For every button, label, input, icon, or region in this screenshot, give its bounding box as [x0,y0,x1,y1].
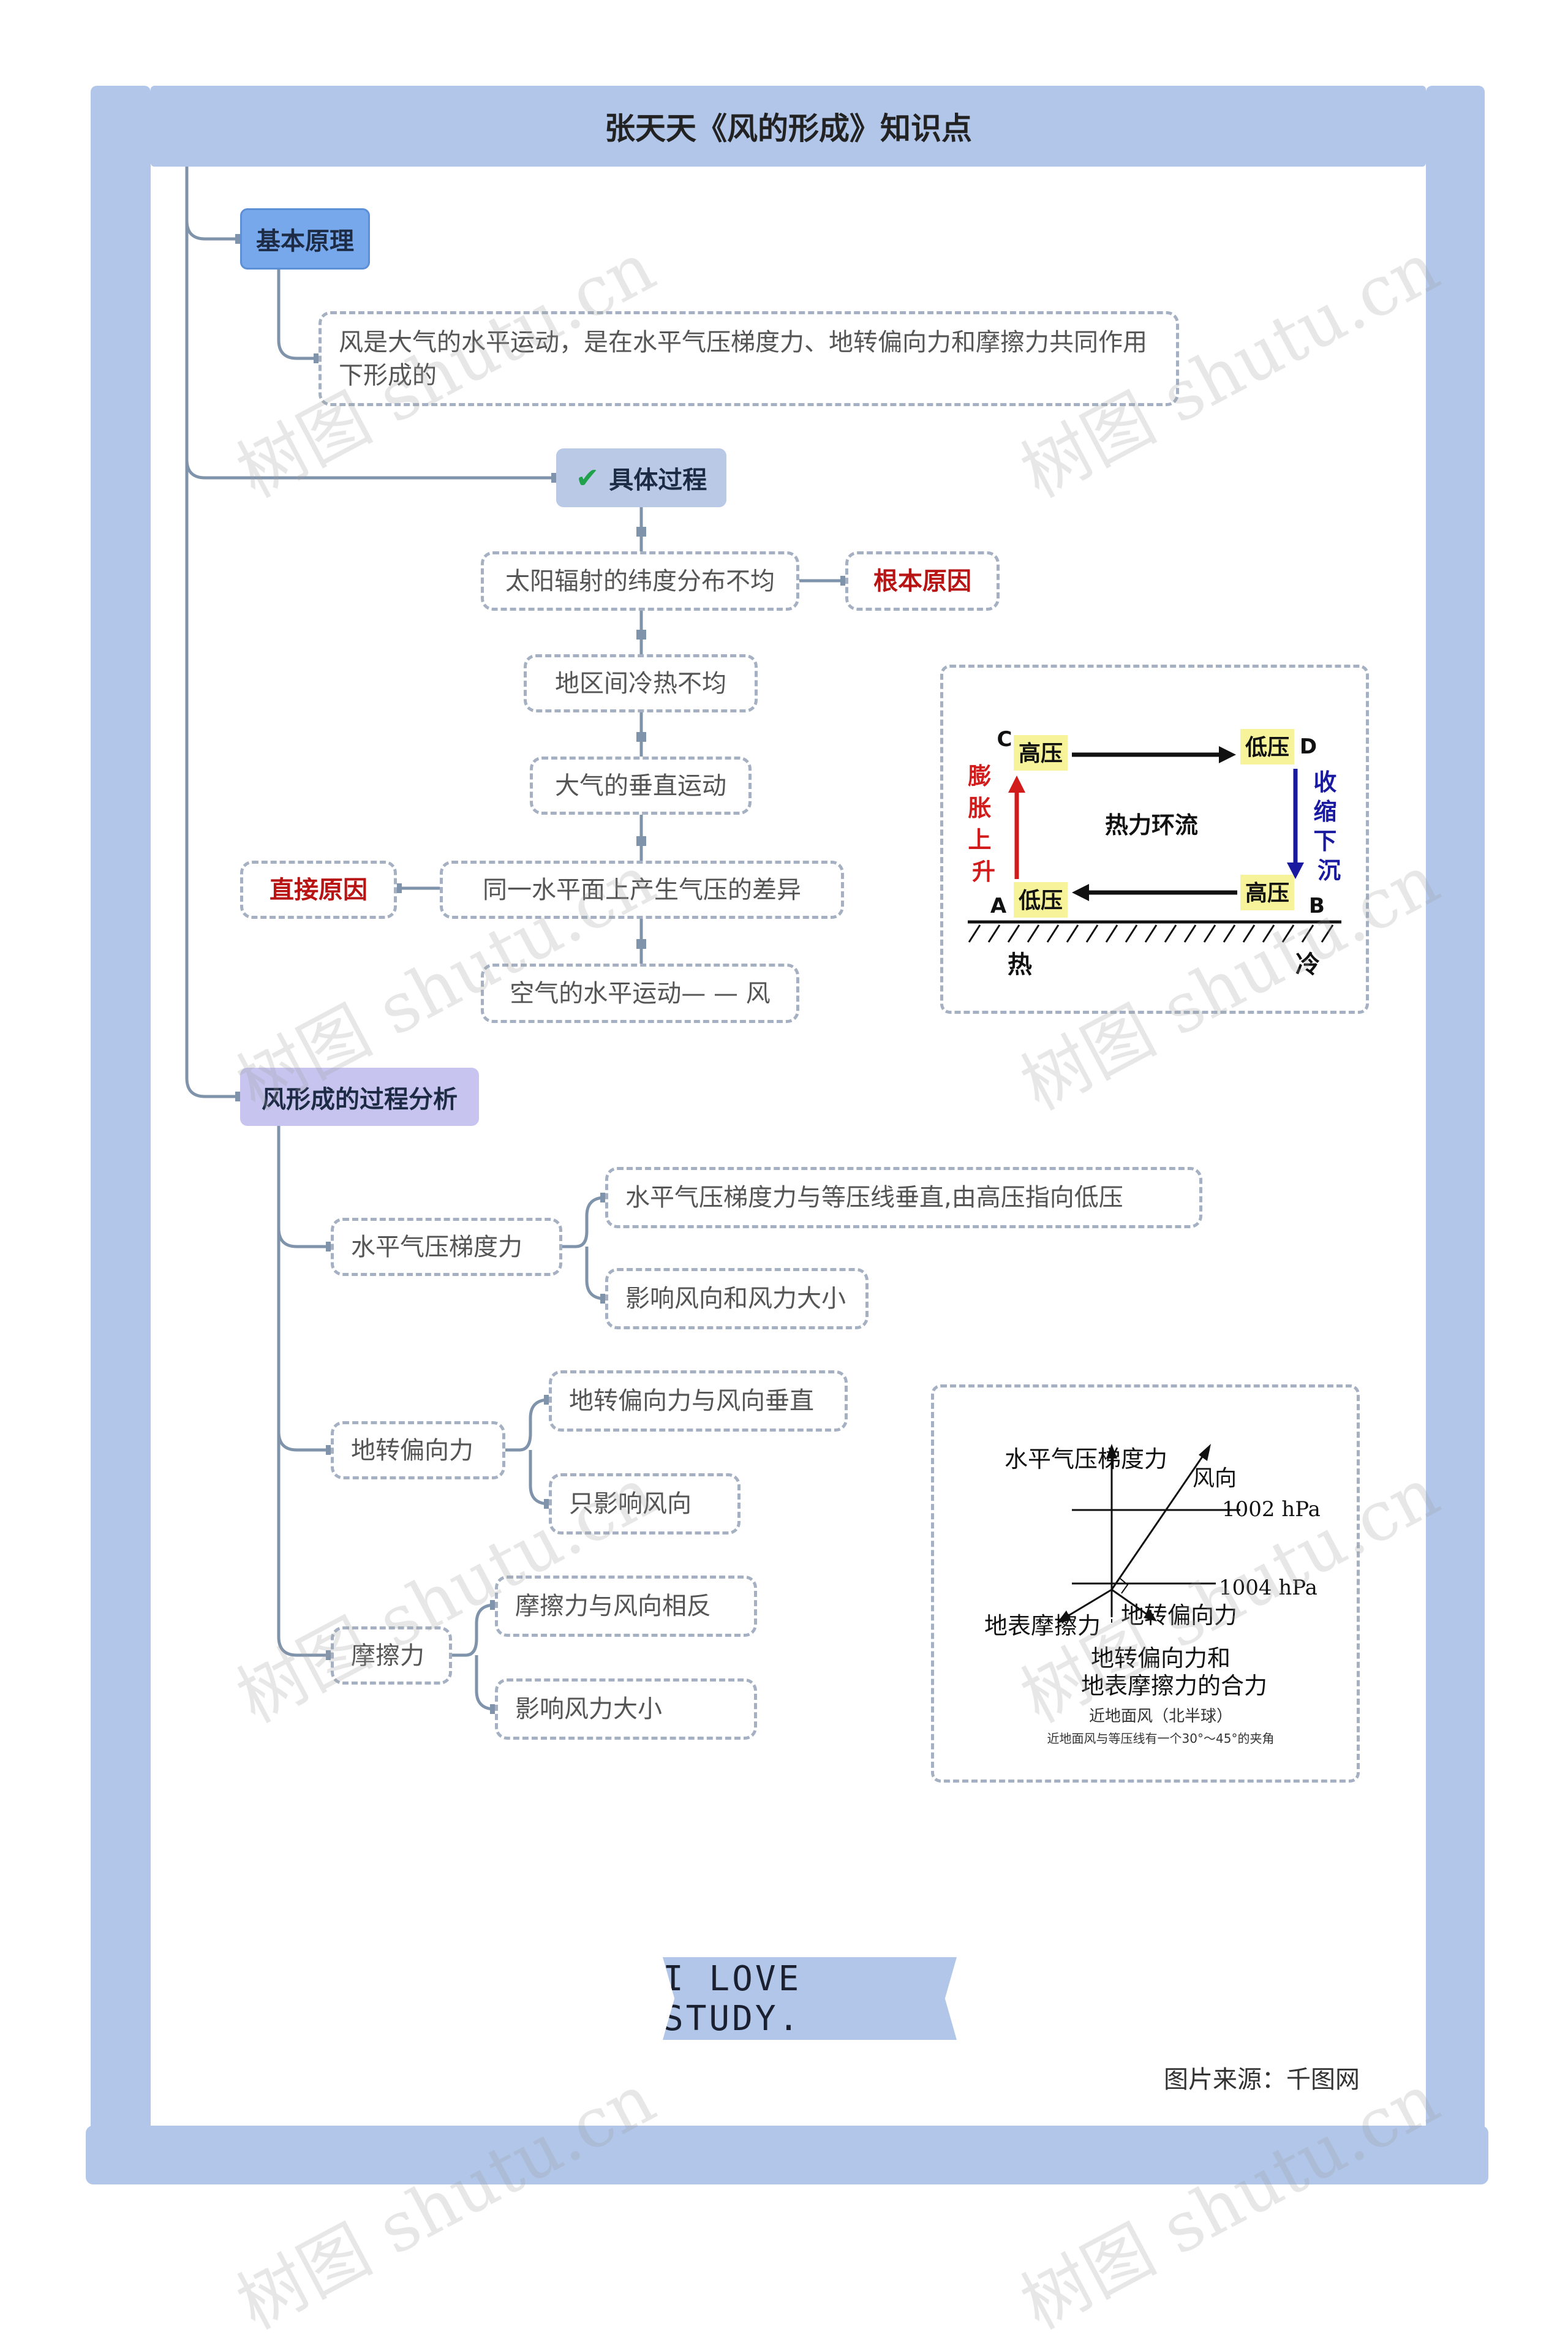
isobar-1002-label: 1002 hPa [1222,1497,1321,1522]
force-pressure-gradient-detail-2: 影响风向和风力大小 [605,1268,869,1329]
letter-c: C [997,727,1012,752]
process-step-5: 空气的水平运动— — 风 [481,964,799,1023]
frame-right [1426,86,1485,2181]
process-step-1: 太阳辐射的纬度分布不均 [481,551,799,611]
resultant-label-1: 地转偏向力和 [1091,1645,1231,1672]
thermal-circulation-panel: 高压 低压 低压 高压 C D A B 热力环流 膨 胀 上 升 收 缩 下 沉… [940,665,1369,1014]
contraction-sink-char-1: 收 [1313,769,1336,796]
force-friction: 摩擦力 [331,1626,452,1685]
i-love-study-banner: I LOVE STUDY. [663,1957,957,2040]
force-coriolis-detail-2: 只影响风向 [549,1473,741,1535]
category-analysis[interactable]: 风形成的过程分析 [240,1068,479,1126]
process-step-3: 大气的垂直运动 [530,757,752,815]
near-surface-wind-diagram: 水平气压梯度力 风向 1002 hPa 1004 hPa 地表摩擦力 地转偏向力… [984,1444,1321,1746]
force-coriolis-detail-1: 地转偏向力与风向垂直 [549,1370,848,1432]
contraction-sink-char-4: 沉 [1317,857,1341,884]
pgf-label: 水平气压梯度力 [1005,1446,1167,1473]
ground-hot-label: 热 [1008,951,1032,979]
check-icon: ✔ [575,461,600,494]
letter-b: B [1309,894,1325,918]
direct-cause-label: 直接原因 [240,861,397,919]
resultant-label-2: 地表摩擦力的合力 [1081,1672,1267,1699]
low-pressure-a-box [1014,882,1068,918]
low-pressure-d-box [1240,729,1294,764]
frame-bottom [86,2126,1488,2184]
category-process-label: 具体过程 [609,466,707,494]
letter-a: A [990,894,1007,918]
thermal-circulation-diagram: 高压 低压 低压 高压 C D A B 热力环流 膨 胀 上 升 收 缩 下 沉… [968,727,1344,979]
high-pressure-c-box [1014,735,1068,771]
isobar-1004-label: 1004 hPa [1219,1576,1317,1600]
coriolis-label: 地转偏向力 [1121,1602,1237,1629]
force-pressure-gradient-detail-1: 水平气压梯度力与等压线垂直,由高压指向低压 [605,1167,1202,1228]
caption-angle: 近地面风与等压线有一个30°～45°的夹角 [1047,1731,1275,1746]
root-cause-label: 根本原因 [845,551,1000,611]
force-pressure-gradient: 水平气压梯度力 [331,1218,562,1276]
contraction-sink-char-3: 下 [1313,828,1336,855]
surface-friction-label: 地表摩擦力 [984,1612,1101,1639]
process-step-4: 同一水平面上产生气压的差异 [440,861,844,919]
connector-lines [185,167,850,1714]
category-basic-principle[interactable]: 基本原理 [240,208,370,270]
expansion-rise-char-1: 膨 [968,763,991,790]
expansion-rise-char-3: 上 [968,826,991,853]
ground-cold-label: 冷 [1295,951,1320,979]
force-friction-detail-1: 摩擦力与风向相反 [495,1576,757,1637]
near-surface-wind-panel: 水平气压梯度力 风向 1002 hPa 1004 hPa 地表摩擦力 地转偏向力… [931,1384,1360,1783]
image-source-text: 图片来源：千图网 [1164,2066,1360,2094]
page-title: 张天天《风的形成》知识点 [151,86,1426,167]
force-coriolis: 地转偏向力 [331,1421,505,1479]
process-step-2: 地区间冷热不均 [524,654,758,712]
contraction-sink-char-2: 缩 [1313,798,1336,825]
expansion-rise-char-4: 升 [972,858,995,885]
low-pressure-a: 低压 [1019,888,1063,913]
expansion-rise-label: 膨 胀 上 升 [968,763,999,885]
high-pressure-b: 高压 [1245,881,1289,906]
low-pressure-d: 低压 [1245,735,1289,760]
letter-d: D [1300,734,1317,759]
high-pressure-b-box [1240,875,1294,910]
high-pressure-c: 高压 [1019,741,1063,766]
force-friction-detail-2: 影响风力大小 [495,1678,757,1740]
wind-direction-label: 风向 [1193,1466,1237,1491]
expansion-rise-char-2: 胀 [968,795,991,821]
contraction-sink-label: 收 缩 下 沉 [1313,769,1344,884]
thermal-circulation-title: 热力环流 [1105,812,1198,839]
basic-principle-text: 风是大气的水平运动，是在水平气压梯度力、地转偏向力和摩擦力共同作用下形成的 [318,311,1179,406]
category-process[interactable]: ✔ 具体过程 [556,448,726,507]
caption-northern-hemisphere: 近地面风（北半球） [1089,1707,1232,1726]
frame-left [91,86,151,2181]
